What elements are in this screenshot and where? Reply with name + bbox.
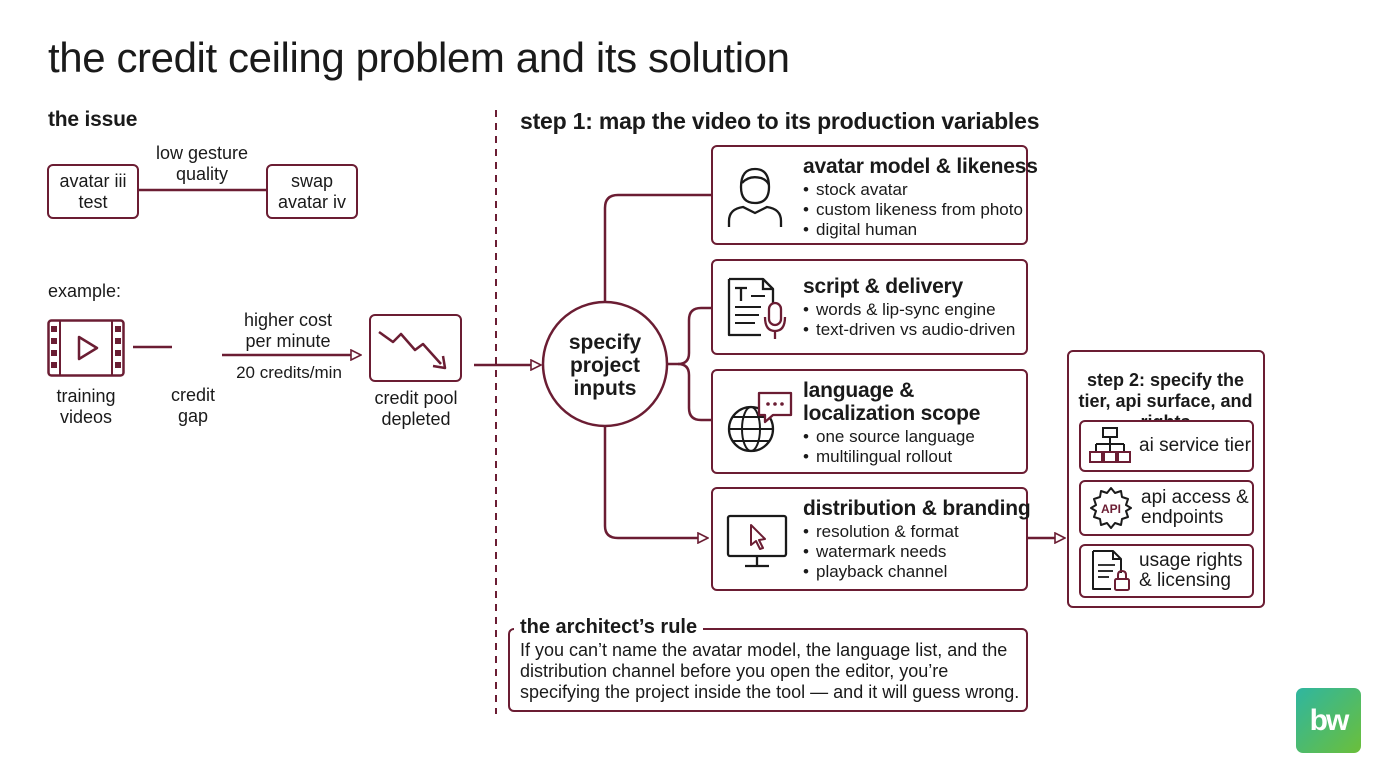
- variable-bullets-avatar: stock avatar custom likeness from photo …: [803, 180, 1038, 240]
- document-mic-icon: [727, 277, 787, 339]
- branch-distribution: [603, 426, 707, 538]
- api-icon-text: API: [1101, 502, 1121, 516]
- branch-avatar: [603, 193, 711, 302]
- variable-title-script: script & delivery: [803, 275, 964, 298]
- bullet-item: watermark needs: [803, 542, 1031, 562]
- bullet-item: text-driven vs audio-driven: [803, 320, 1015, 340]
- usage-rights-label: usage rights & licensing: [1139, 550, 1243, 591]
- branch-language: [677, 362, 711, 422]
- step2-heading: step 2: specify the tier, api surface, a…: [1078, 370, 1253, 432]
- credit-pool-box: [369, 314, 462, 382]
- branch-script: [667, 306, 711, 366]
- variable-box-language: language & localization scope one source…: [711, 369, 1028, 474]
- document-lock-icon: [1092, 550, 1130, 591]
- bw-logo: bw: [1296, 688, 1361, 753]
- hub-label: specify project inputs: [568, 331, 642, 400]
- higher-cost-label: higher cost per minute: [243, 310, 333, 351]
- architect-rule-heading: the architect’s rule: [514, 616, 704, 639]
- avatar-iii-test-box: avatar iii test: [47, 164, 139, 219]
- architect-rule-text: If you can’t name the avatar model, the …: [520, 640, 1020, 702]
- variable-box-distribution: distribution & branding resolution & for…: [711, 487, 1031, 591]
- variable-title-distribution: distribution & branding: [803, 497, 1031, 520]
- bullet-item: multilingual rollout: [803, 447, 1003, 467]
- training-videos-label: training videos: [56, 386, 116, 427]
- variable-box-script: script & delivery words & lip-sync engin…: [711, 259, 1028, 355]
- step2-item-usage-rights: usage rights & licensing: [1079, 544, 1254, 598]
- variable-title-avatar: avatar model & likeness: [803, 155, 1038, 178]
- monitor-cursor-icon: [726, 514, 788, 568]
- example-heading: example:: [48, 281, 122, 301]
- variable-bullets-script: words & lip-sync engine text-driven vs a…: [803, 300, 1015, 340]
- bullet-item: resolution & format: [803, 522, 1031, 542]
- bullet-item: custom likeness from photo: [803, 200, 1038, 220]
- rate-label: 20 credits/min: [236, 363, 342, 382]
- credit-gap-label: credit gap: [170, 385, 215, 426]
- service-tier-label: ai service tier: [1139, 435, 1251, 456]
- trend-down-icon: [378, 330, 447, 370]
- page-title: the credit ceiling problem and its solut…: [48, 34, 790, 81]
- bullet-item: one source language: [803, 427, 1003, 447]
- swap-avatar-iv-label: swap avatar iv: [277, 170, 347, 212]
- globe-chat-icon: [727, 391, 793, 453]
- variable-title-language: language & localization scope: [803, 379, 981, 425]
- bullet-item: playback channel: [803, 562, 1031, 582]
- low-gesture-label: low gesture quality: [155, 143, 249, 184]
- step2-item-api-access: API api access & endpoints: [1079, 480, 1254, 536]
- api-access-label: api access & endpoints: [1141, 487, 1249, 528]
- avatar-iii-test-label: avatar iii test: [59, 170, 127, 212]
- swap-avatar-iv-box: swap avatar iv: [266, 164, 358, 219]
- credit-pool-depleted-label: credit pool depleted: [374, 388, 458, 429]
- step2-item-service-tier: ai service tier: [1079, 420, 1254, 472]
- step1-heading: step 1: map the video to its production …: [520, 108, 1040, 134]
- api-gear-icon: API: [1090, 487, 1132, 529]
- variable-bullets-language: one source language multilingual rollout: [803, 427, 1003, 467]
- variable-bullets-distribution: resolution & format watermark needs play…: [803, 522, 1031, 582]
- hierarchy-icon: [1089, 427, 1131, 463]
- architect-rule-box: [508, 628, 1028, 712]
- bullet-item: digital human: [803, 220, 1038, 240]
- person-icon: [727, 167, 783, 227]
- variable-box-avatar: avatar model & likeness stock avatar cus…: [711, 145, 1038, 245]
- bullet-item: words & lip-sync engine: [803, 300, 1015, 320]
- bullet-item: stock avatar: [803, 180, 1038, 200]
- film-strip-icon: [47, 319, 125, 377]
- step2-panel: step 2: specify the tier, api surface, a…: [1067, 350, 1265, 608]
- issue-heading: the issue: [48, 108, 138, 131]
